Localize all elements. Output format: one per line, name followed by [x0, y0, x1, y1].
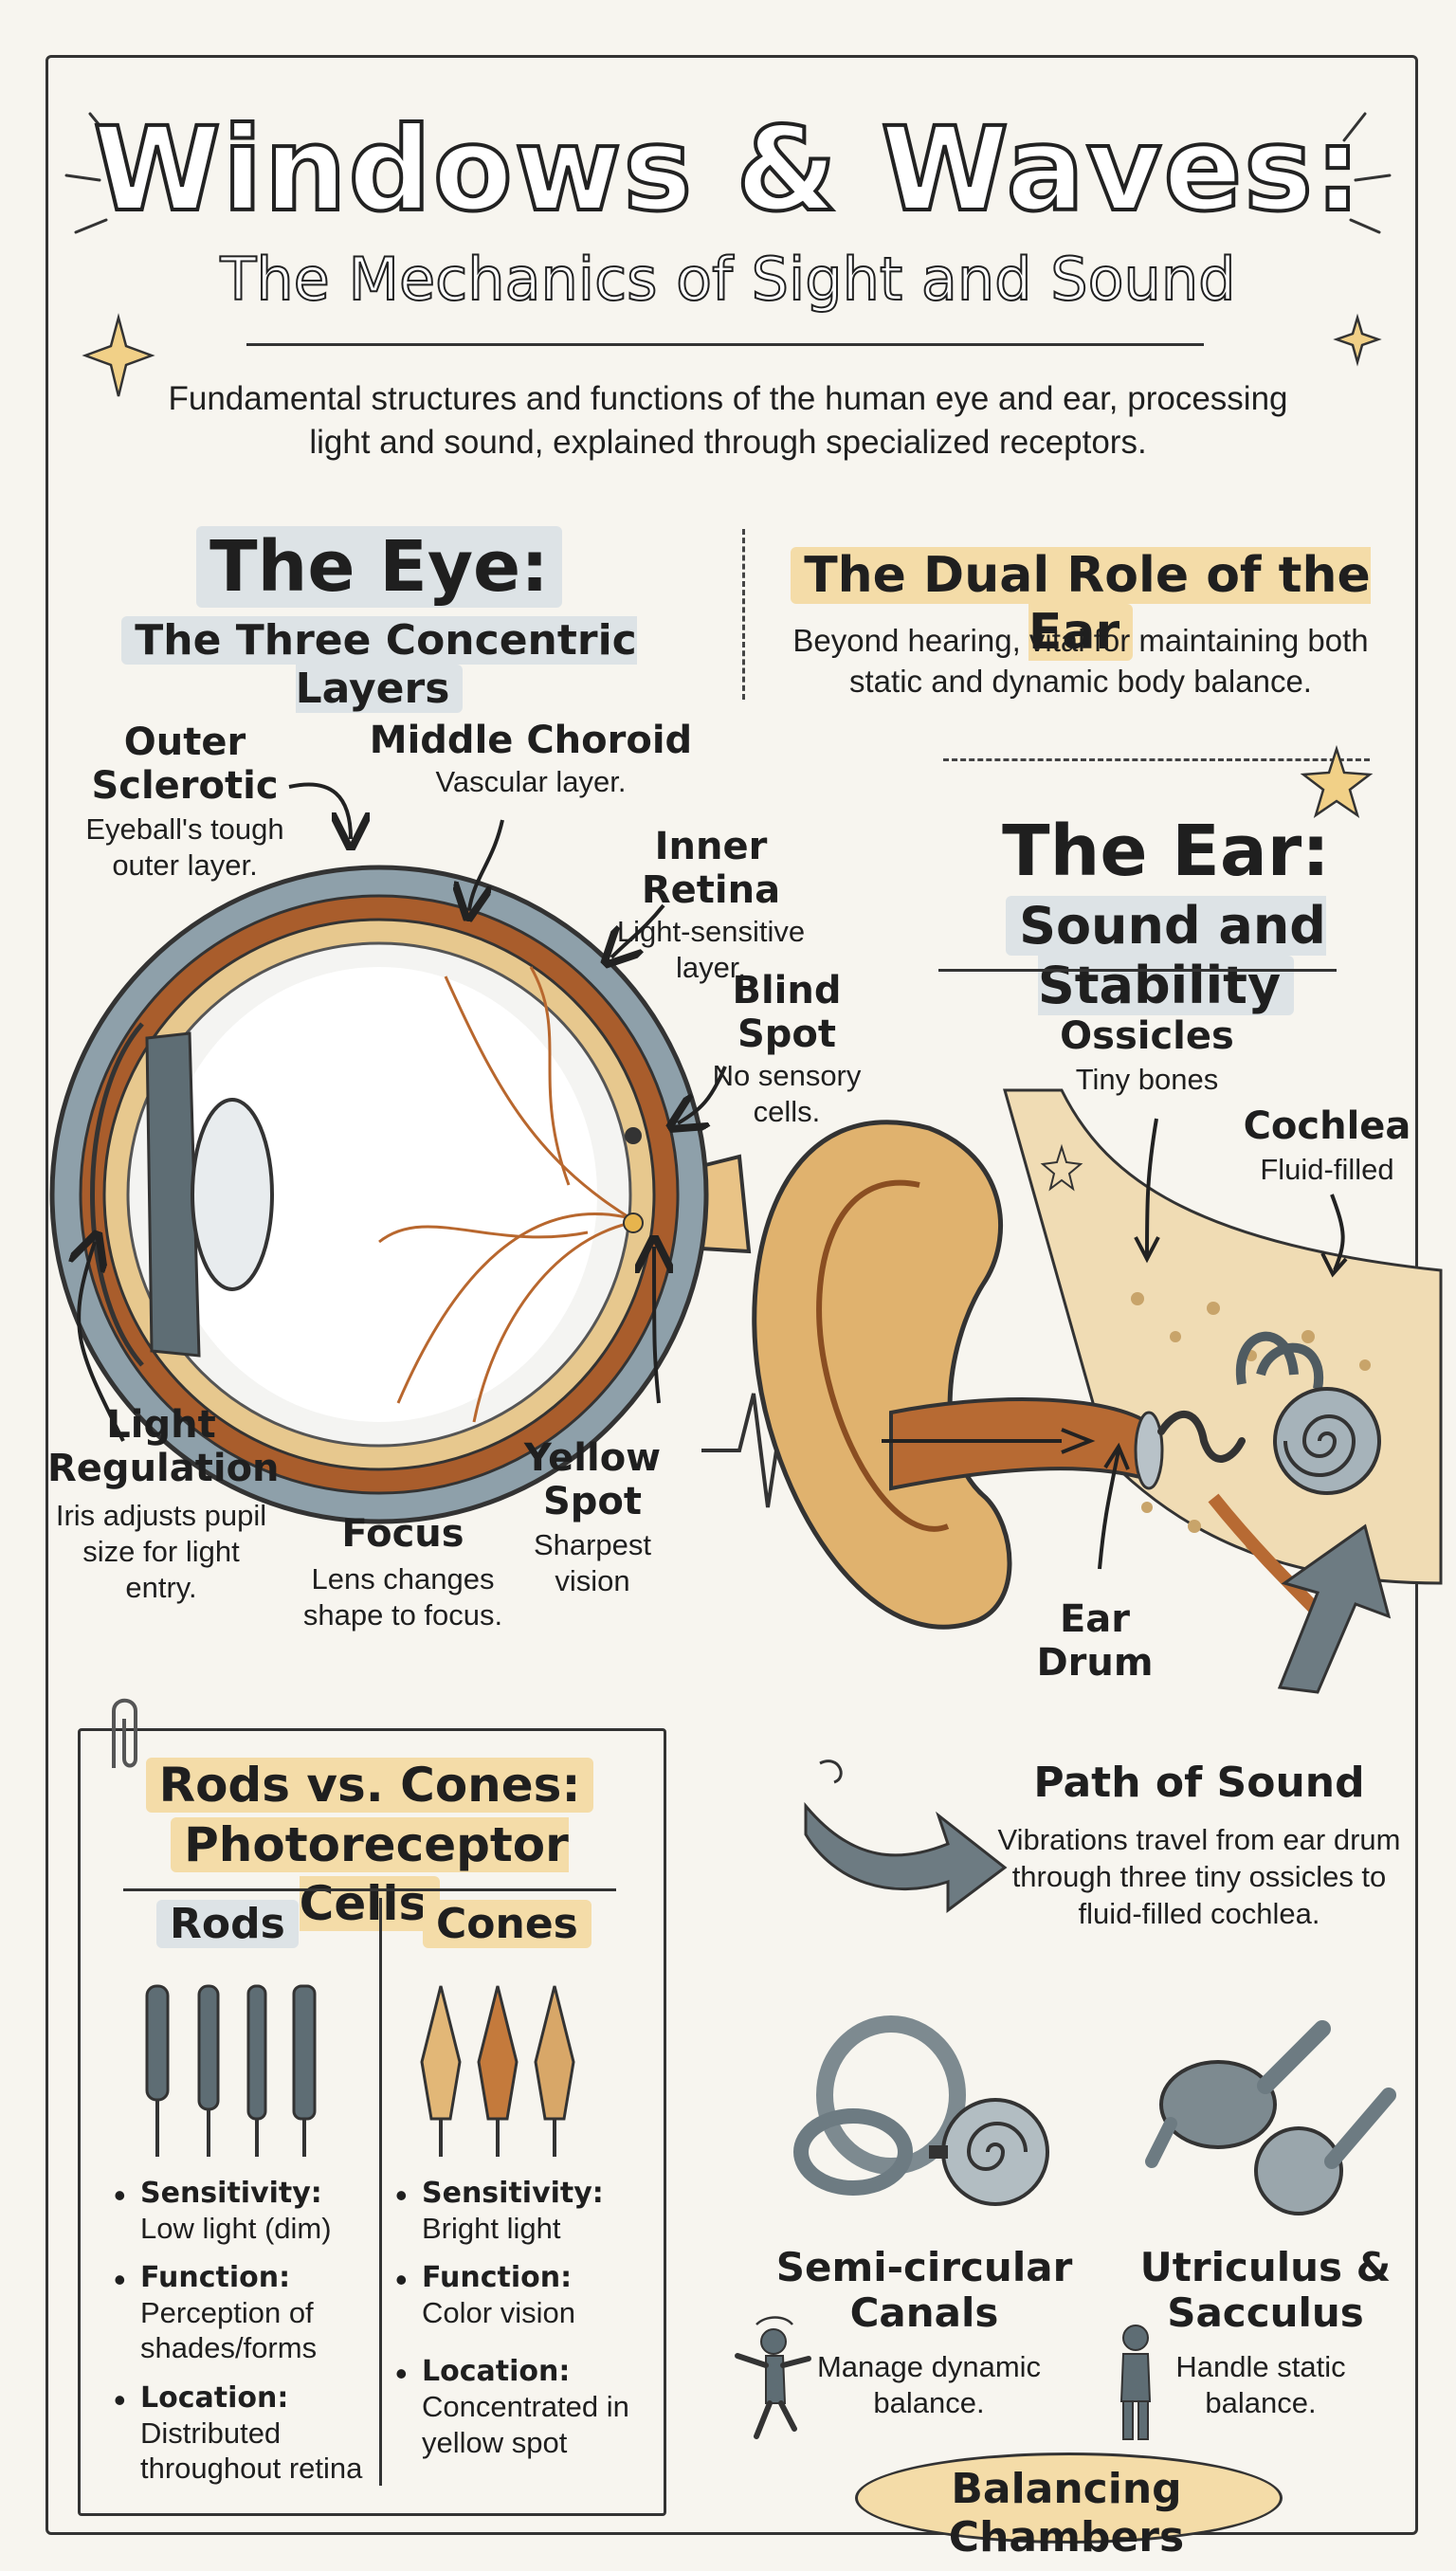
label-utriculus-sacculus: Utriculus & Sacculus: [1139, 2244, 1392, 2337]
eye-annotation-arrows: [0, 782, 727, 1442]
label-inner-retina: Inner Retina Light-sensitive layer.: [616, 825, 806, 984]
rods-properties: Sensitivity:Low light (dim) Function:Per…: [112, 2175, 387, 2501]
label-light-regulation: Light Regulation Iris adjusts pupil size…: [47, 1403, 280, 1604]
sparkle-icon: [1333, 313, 1382, 367]
star-icon: [1300, 744, 1374, 819]
dual-role-desc: Beyond hearing, vital for maintaining bo…: [792, 623, 1369, 699]
path-of-sound-title: Path of Sound: [1033, 1759, 1365, 1807]
ear-illustration: [701, 1088, 1443, 1630]
balancing-chambers-label: Balancing Chambers: [948, 2465, 1185, 2562]
balancing-chambers-oval: [855, 2452, 1283, 2544]
label-blind-spot: Blind Spot No sensory cells.: [712, 969, 862, 1128]
label-ear-drum: Ear Drum: [1036, 1597, 1154, 1685]
list-item: Sensitivity:Bright light: [393, 2175, 659, 2246]
ear-annotation-arrows: [1040, 1118, 1392, 1694]
eye-section-title: The Eye:: [95, 526, 664, 608]
main-subtitle: The Mechanics of Sight and Sound: [220, 244, 1237, 315]
path-of-sound-desc: Vibrations travel from ear drum through …: [997, 1823, 1401, 1930]
dual-role-title: The Dual Role of the Ear: [777, 547, 1384, 661]
cone-cells-icon: [420, 1985, 575, 2157]
label-ossicles: Ossicles Tiny bones: [1060, 1014, 1234, 1096]
list-item: Location:Concentrated in yellow spot: [393, 2353, 659, 2459]
ear-section-title: The Ear:: [1002, 811, 1330, 892]
cones-heading: Cones: [423, 1900, 592, 1948]
photoreceptor-title: Rods vs. Cones: Photoreceptor Cells: [95, 1756, 645, 1934]
section-divider: [943, 758, 1370, 761]
label-middle-choroid: Middle Choroid Vascular layer.: [369, 719, 693, 798]
label-cochlea: Cochlea Fluid-filled: [1243, 1104, 1411, 1186]
eye-illustration: [49, 865, 752, 1524]
list-item: Function:Perception of shades/forms: [112, 2259, 387, 2365]
label-outer-sclerotic: Outer Sclerotic Eyeball's tough outer la…: [85, 720, 284, 882]
list-item: Sensitivity:Low light (dim): [112, 2175, 387, 2246]
title-divider: [246, 343, 1204, 346]
sparkle-icon: [82, 313, 155, 397]
balancing-person-icon: [735, 2316, 811, 2439]
sound-path-arrow-icon: [804, 1760, 1008, 1913]
photoreceptor-card: [78, 1728, 666, 2516]
list-item: Function:Color vision: [393, 2259, 659, 2330]
standing-person-icon: [1119, 2325, 1152, 2440]
paperclip-icon: [112, 1698, 137, 1768]
intro-text: Fundamental structures and functions of …: [168, 380, 1288, 461]
header-decorations: [64, 112, 1392, 397]
label-yellow-spot: Yellow Spot Sharpest vision: [523, 1436, 662, 1597]
eye-section-subtitle: The Three Concentric Layers: [95, 616, 664, 713]
utriculus-sacculus-icon: [1145, 2020, 1396, 2215]
utriculus-desc: Handle static balance.: [1175, 2350, 1346, 2419]
ear-section-subtitle: Sound and Stability: [910, 896, 1422, 1015]
ear-title-underline: [938, 969, 1337, 972]
semicircular-canals-icon: [793, 2015, 1049, 2206]
main-title: Windows & Waves:: [91, 100, 1363, 239]
label-focus: Focus Lens changes shape to focus.: [302, 1512, 503, 1632]
label-semicircular-canals: Semi-circular Canals: [775, 2244, 1073, 2337]
list-item: Location:Distributed throughout retina: [112, 2380, 387, 2486]
rods-heading: Rods: [156, 1900, 299, 1948]
photoreceptor-divider: [123, 1888, 616, 1891]
cones-properties: Sensitivity:Bright light Function:Color …: [393, 2175, 659, 2475]
rod-cells-icon: [145, 1984, 317, 2157]
canals-desc: Manage dynamic balance.: [816, 2350, 1042, 2419]
section-divider: [742, 529, 745, 700]
